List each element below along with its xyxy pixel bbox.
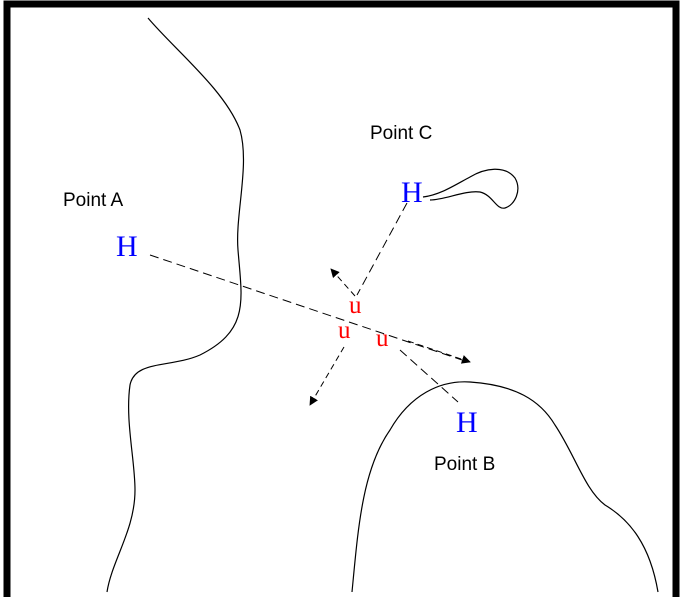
diagram-frame xyxy=(3,0,680,597)
center-symbol-right: u xyxy=(376,325,389,352)
right-coastline xyxy=(351,381,659,593)
arrow-right xyxy=(407,340,471,364)
center-symbol-top: u xyxy=(349,292,362,319)
point-b-label: Point B xyxy=(434,454,495,475)
left-coastline xyxy=(106,17,245,593)
point-c-symbol: H xyxy=(401,176,423,209)
point-a-symbol: H xyxy=(116,230,138,263)
arrow-lower-left xyxy=(309,346,345,406)
arrow-upper-left xyxy=(330,268,356,297)
line-c-b xyxy=(407,200,457,400)
point-b-symbol: H xyxy=(456,406,478,439)
line-c-center xyxy=(356,202,408,296)
center-symbol-left: u xyxy=(338,317,351,344)
line-a-b xyxy=(149,254,463,361)
island-c-outline xyxy=(422,168,519,209)
point-a-label: Point A xyxy=(63,190,124,211)
line-center-b xyxy=(399,349,459,403)
point-c-label: Point C xyxy=(370,123,432,144)
